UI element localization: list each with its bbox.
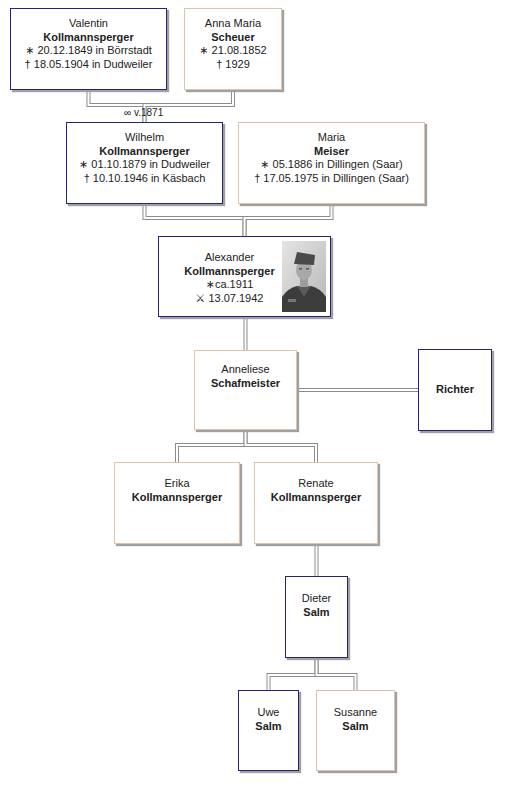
person-text: Kollmannsperger: [132, 491, 222, 505]
person-text: Schafmeister: [211, 377, 280, 391]
connector-inner: [145, 204, 245, 236]
family-connector: [316, 544, 317, 576]
person-box: MariaMeiser∗ 05.1886 in Dillingen (Saar)…: [238, 122, 425, 204]
person-text: Maria: [318, 131, 346, 145]
person-box: AnnelieseSchafmeister: [194, 350, 297, 430]
connector-outer: [246, 430, 317, 462]
connector-inner: [177, 430, 246, 462]
person-text: † 1929: [216, 58, 250, 72]
person-box: Anna MariaScheuer∗ 21.08.1852† 1929: [184, 8, 282, 90]
person-text: Renate: [298, 477, 333, 491]
person-text: Susanne: [334, 706, 377, 720]
person-text: Uwe: [257, 706, 279, 720]
person-text: ⚔ 13.07.1942: [196, 292, 264, 306]
person-text: † 18.05.1904 in Dudweiler: [25, 58, 153, 72]
person-text: ∗ 01.10.1879 in Dudweiler: [79, 158, 210, 172]
person-box: DieterSalm: [285, 576, 348, 658]
family-connector: [245, 317, 246, 350]
person-text: Richter: [436, 383, 474, 397]
connector-inner: [297, 389, 418, 391]
person-text: Kollmannsperger: [43, 31, 133, 45]
person-text: Salm: [255, 720, 281, 734]
person-box: SusanneSalm: [316, 690, 395, 771]
person-text: Kollmannsperger: [184, 265, 274, 279]
person-text: Kollmannsperger: [99, 145, 189, 159]
person-text: Valentin: [69, 17, 108, 31]
person-text: Meiser: [314, 145, 349, 159]
person-text: † 17.05.1975 in Dillingen (Saar): [254, 172, 409, 186]
connector-inner: [269, 658, 317, 690]
person-text: ∗ 20.12.1849 in Börrstadt: [25, 44, 152, 58]
family-connector: [269, 658, 317, 690]
family-connector: [145, 204, 245, 236]
person-text: ∗ 05.1886 in Dillingen (Saar): [260, 158, 403, 172]
marriage-label: ∞ v.1871: [124, 107, 163, 119]
family-connector: [245, 204, 332, 236]
person-box: ValentinKollmannsperger∗ 20.12.1849 in B…: [10, 8, 167, 90]
family-connector: [246, 430, 317, 462]
person-text: ∗ca.1911: [206, 278, 254, 292]
person-text: Salm: [342, 720, 368, 734]
person-text: Wilhelm: [125, 131, 164, 145]
person-text: Anna Maria: [205, 17, 261, 31]
connector-outer: [244, 317, 248, 350]
person-text: ∗ 21.08.1852: [199, 44, 266, 58]
connector-outer: [317, 658, 356, 690]
connector-inner: [317, 658, 356, 690]
connector-outer: [177, 430, 246, 462]
family-connector: [297, 390, 418, 391]
person-box: Richter: [418, 349, 492, 431]
person-text: † 10.10.1946 in Käsbach: [84, 172, 206, 186]
connector-outer: [297, 388, 418, 392]
person-box: ErikaKollmannsperger: [114, 462, 240, 544]
person-text: Alexander: [205, 251, 255, 265]
person-text: Kollmannsperger: [271, 491, 361, 505]
person-box: AlexanderKollmannsperger∗ca.1911⚔ 13.07.…: [158, 236, 331, 317]
person-text: Anneliese: [221, 363, 269, 377]
family-connector: [317, 658, 356, 690]
family-connector: [177, 430, 246, 462]
connector-inner: [316, 544, 318, 576]
connector-inner: [246, 430, 317, 462]
person-box: UweSalm: [238, 690, 299, 771]
person-box: RenateKollmannsperger: [254, 462, 378, 544]
connector-outer: [269, 658, 317, 690]
connector-outer: [145, 204, 245, 236]
connector-inner: [245, 317, 247, 350]
person-text: Dieter: [302, 592, 331, 606]
person-text: Scheuer: [211, 31, 254, 45]
person-text: Erika: [164, 477, 189, 491]
connector-outer: [315, 544, 319, 576]
person-box: WilhelmKollmannsperger∗ 01.10.1879 in Du…: [66, 122, 223, 204]
connector-inner: [245, 204, 332, 236]
person-text: Salm: [303, 606, 329, 620]
connector-outer: [245, 204, 332, 236]
